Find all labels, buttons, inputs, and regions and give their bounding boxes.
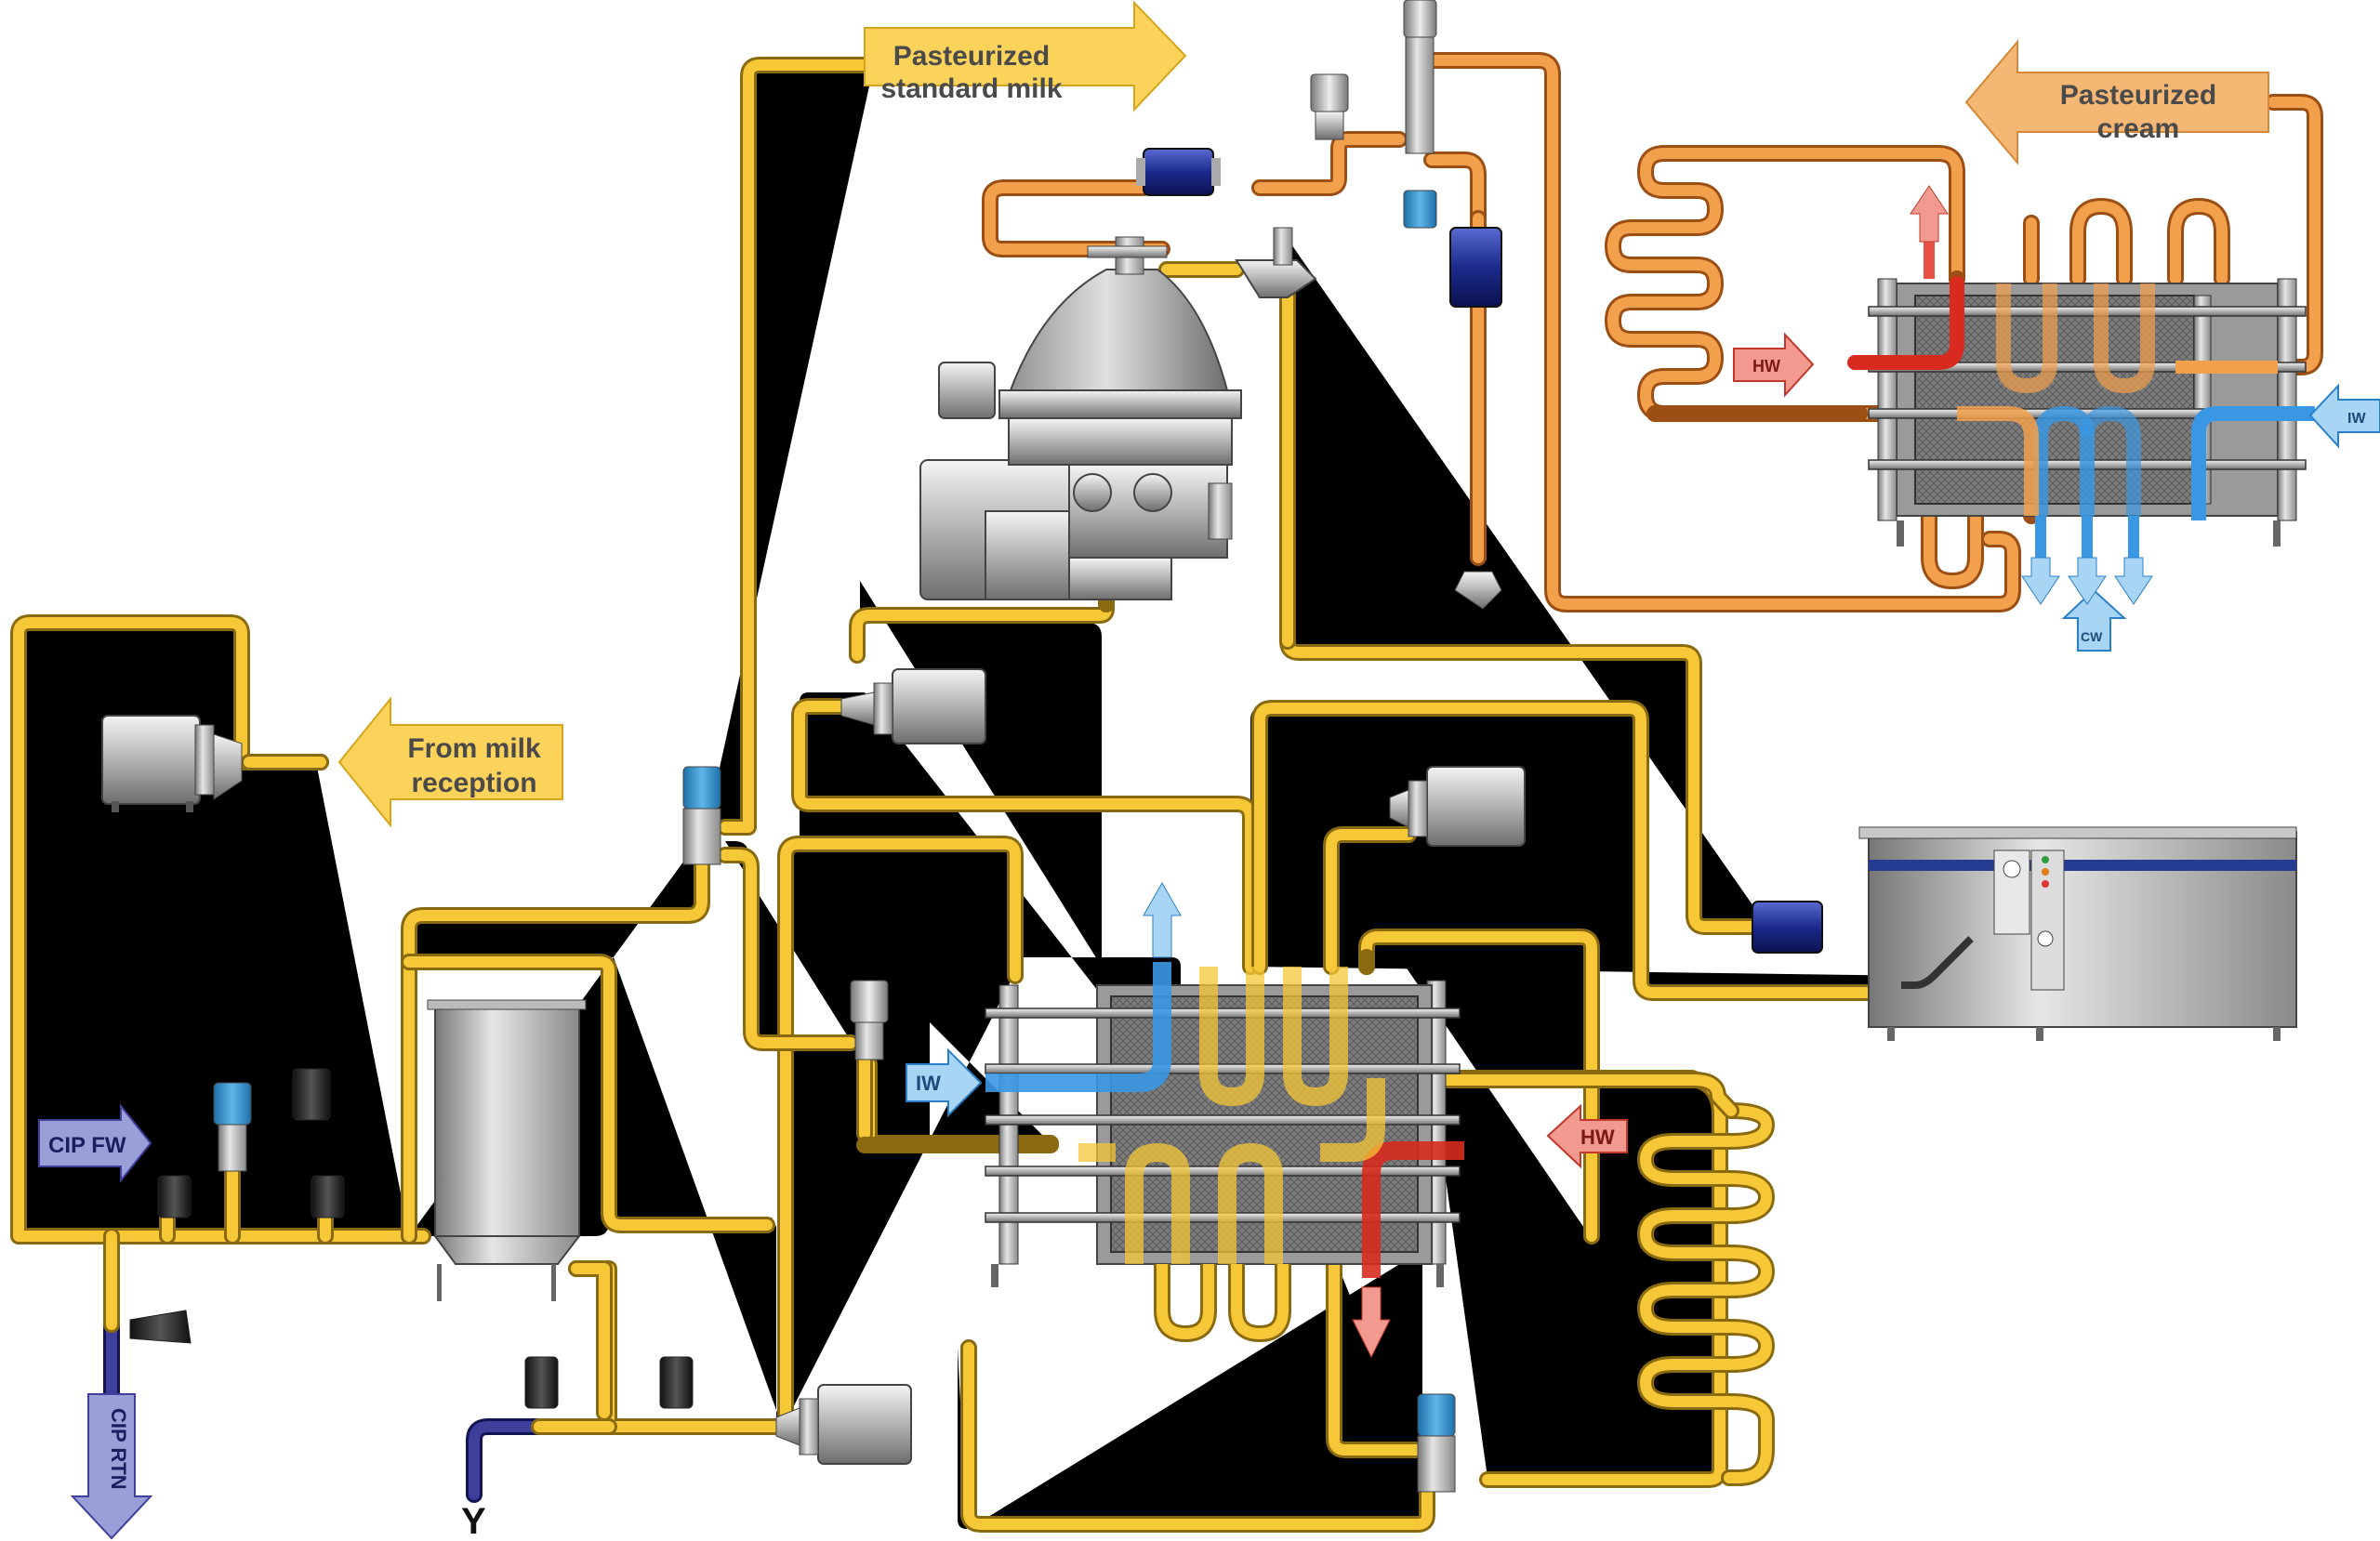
pasteurized-standard-milk-line1: Pasteurized xyxy=(893,41,1050,72)
from-milk-reception-line1: From milk xyxy=(407,733,541,764)
pump-separator-feed xyxy=(840,668,986,744)
from-milk-reception-arrow: From milk reception xyxy=(337,696,563,828)
hw-bottom-label: HW xyxy=(1580,1126,1615,1149)
cream-heat-exchanger xyxy=(1847,204,2315,567)
flowmeter-right xyxy=(1449,227,1502,308)
hw-top-label: HW xyxy=(1752,357,1780,375)
cip-fw-label: CIP FW xyxy=(48,1133,126,1158)
pump-milk-reception xyxy=(101,715,243,812)
from-milk-reception-line2: reception xyxy=(411,768,536,798)
cip-rtn-arrow: CIP RTN xyxy=(70,1393,153,1540)
balance-tank xyxy=(427,999,587,1301)
pasteurized-standard-milk-arrow: Pasteurized standard milk xyxy=(864,0,1187,112)
control-valves xyxy=(129,0,1502,1493)
cip-fw-arrow: CIP FW xyxy=(38,1103,152,1183)
drain-symbol: Y xyxy=(461,1501,486,1541)
milk-pipe-network xyxy=(10,57,1924,1533)
pasteurized-cream-line2: cream xyxy=(2097,113,2179,144)
pump-cip xyxy=(775,1384,912,1465)
drain-label: Y xyxy=(461,1501,486,1541)
pump-holding xyxy=(1389,766,1526,847)
flowmeter-left xyxy=(1136,148,1221,196)
main-pasteurizer-heat-exchanger xyxy=(985,962,1464,1343)
iw-top-label: IW xyxy=(2347,411,2366,427)
pasteurized-standard-milk-line2: standard milk xyxy=(880,73,1062,104)
pasteurized-cream-line1: Pasteurized xyxy=(2060,80,2216,111)
cip-rtn-label: CIP RTN xyxy=(107,1408,130,1490)
media-arrows: HW IW CW IW HW xyxy=(906,185,2380,1359)
centrifugal-separator xyxy=(919,227,1317,600)
pasteurized-cream-arrow: Pasteurized cream xyxy=(1964,39,2269,165)
cw-top-label: CW xyxy=(2081,629,2103,644)
flowmeter-bottom xyxy=(1752,901,1823,954)
iw-bottom-label: IW xyxy=(916,1072,941,1095)
cooling-control-unit xyxy=(1858,826,2297,1041)
cream-pipe-network xyxy=(982,52,2323,612)
